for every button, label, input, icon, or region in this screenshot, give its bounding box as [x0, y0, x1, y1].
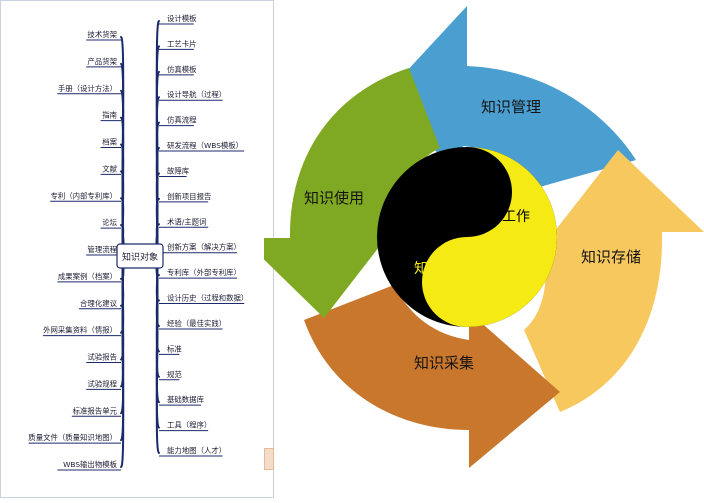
knowledge-cycle-diagram: 知识管理 知识存储 知识采集 知识使用 业务工作 知识对象 [264, 6, 704, 468]
mindmap-branch-label-left: 专利（内部专利库） [50, 191, 117, 200]
mindmap-branch-label-right: 创新方案（解决方案） [167, 243, 241, 252]
sector-knowledge-collection [304, 285, 560, 468]
mindmap-branch-label-right: 仿真流程 [167, 116, 197, 125]
mindmap-branch-label-right: 规范 [167, 370, 182, 379]
mindmap-branch-label-right: 术语/主题词 [167, 217, 206, 226]
yang-eye [461, 284, 473, 296]
mindmap-branch-label-left: 技术货架 [87, 30, 117, 39]
mindmap-branch-label-right: 工具（程序） [167, 421, 211, 430]
mindmap-branch-label-right: 设计导航（过程） [167, 90, 226, 99]
mindmap-branch-label-right: 研发流程（WBS模板） [167, 141, 243, 150]
yin-eye [461, 183, 473, 195]
mindmap-branch-label-right: 仿真模板 [167, 65, 197, 74]
mindmap-branch-label-left: WBS输出物模板 [63, 460, 118, 469]
mindmap-branch-label-left: 档案 [102, 138, 117, 147]
sector-knowledge-storage [524, 150, 704, 412]
mindmap-center-node: 知识对象 [116, 243, 164, 269]
yin-yang-symbol [377, 147, 557, 327]
mindmap-branch-label-right: 工艺卡片 [167, 39, 197, 48]
yang-half [422, 147, 557, 327]
sector-label-storage: 知识存储 [581, 248, 641, 266]
mindmap-branch-label-left: 手册（设计方法） [58, 84, 117, 93]
mindmap-branch-label-left: 标准报告单元 [73, 406, 118, 415]
yin-yang-label-business-work: 业务工作 [474, 209, 530, 225]
mindmap-branch-label-right: 设计模板 [167, 14, 197, 23]
yin-yang-label-knowledge-object: 知识对象 [414, 260, 470, 277]
mindmap-center-label: 知识对象 [122, 251, 158, 263]
sector-label-collection: 知识采集 [414, 354, 474, 372]
mindmap-branch-label-left: 外网采集资料（情报） [43, 326, 117, 335]
mindmap-branch-label-right: 专利库（外部专利库） [167, 268, 241, 277]
mindmap-branch-label-right: 基础数据库 [167, 395, 205, 404]
sector-knowledge-usage [264, 68, 440, 318]
mindmap-branch-label-right: 能力地图（人才） [167, 446, 226, 455]
mindmap-branch-label-left: 指南 [102, 111, 117, 120]
mindmap-branch-label-left: 论坛 [102, 218, 117, 227]
mindmap-branch-label-right: 设计历史（过程和数据） [167, 294, 248, 303]
mindmap-branch-label-left: 质量文件（质量知识地图） [28, 433, 117, 442]
sector-knowledge-management [380, 6, 636, 188]
mindmap-branch-label-left: 成果案例（档案） [58, 272, 117, 281]
mindmap-branch-label-left: 文献 [102, 164, 117, 173]
knowledge-object-mindmap: 技术货架产品货架手册（设计方法） 指南档案文献专利（内部专利库） 论坛管理流程成果案… [0, 0, 274, 498]
mindmap-branch-label-left: 试验规程 [87, 379, 117, 388]
mindmap-branch-label-left: 产品货架 [87, 57, 117, 66]
mindmap-branch-label-right: 经验（最佳实践） [167, 319, 226, 328]
mindmap-branch-label-right: 标准 [167, 344, 182, 353]
page-edge-tab [264, 448, 274, 470]
sector-label-management: 知识管理 [481, 98, 541, 116]
mindmap-branch-label-left: 合理化建议 [80, 299, 118, 308]
mindmap-branch-label-right: 创新项目报告 [167, 192, 211, 201]
sector-label-usage: 知识使用 [304, 189, 364, 207]
mindmap-branch-label-left: 试验报告 [87, 353, 117, 362]
mindmap-branch-label-right: 故障库 [167, 166, 190, 175]
mindmap-branch-label-left: 管理流程 [87, 245, 117, 254]
